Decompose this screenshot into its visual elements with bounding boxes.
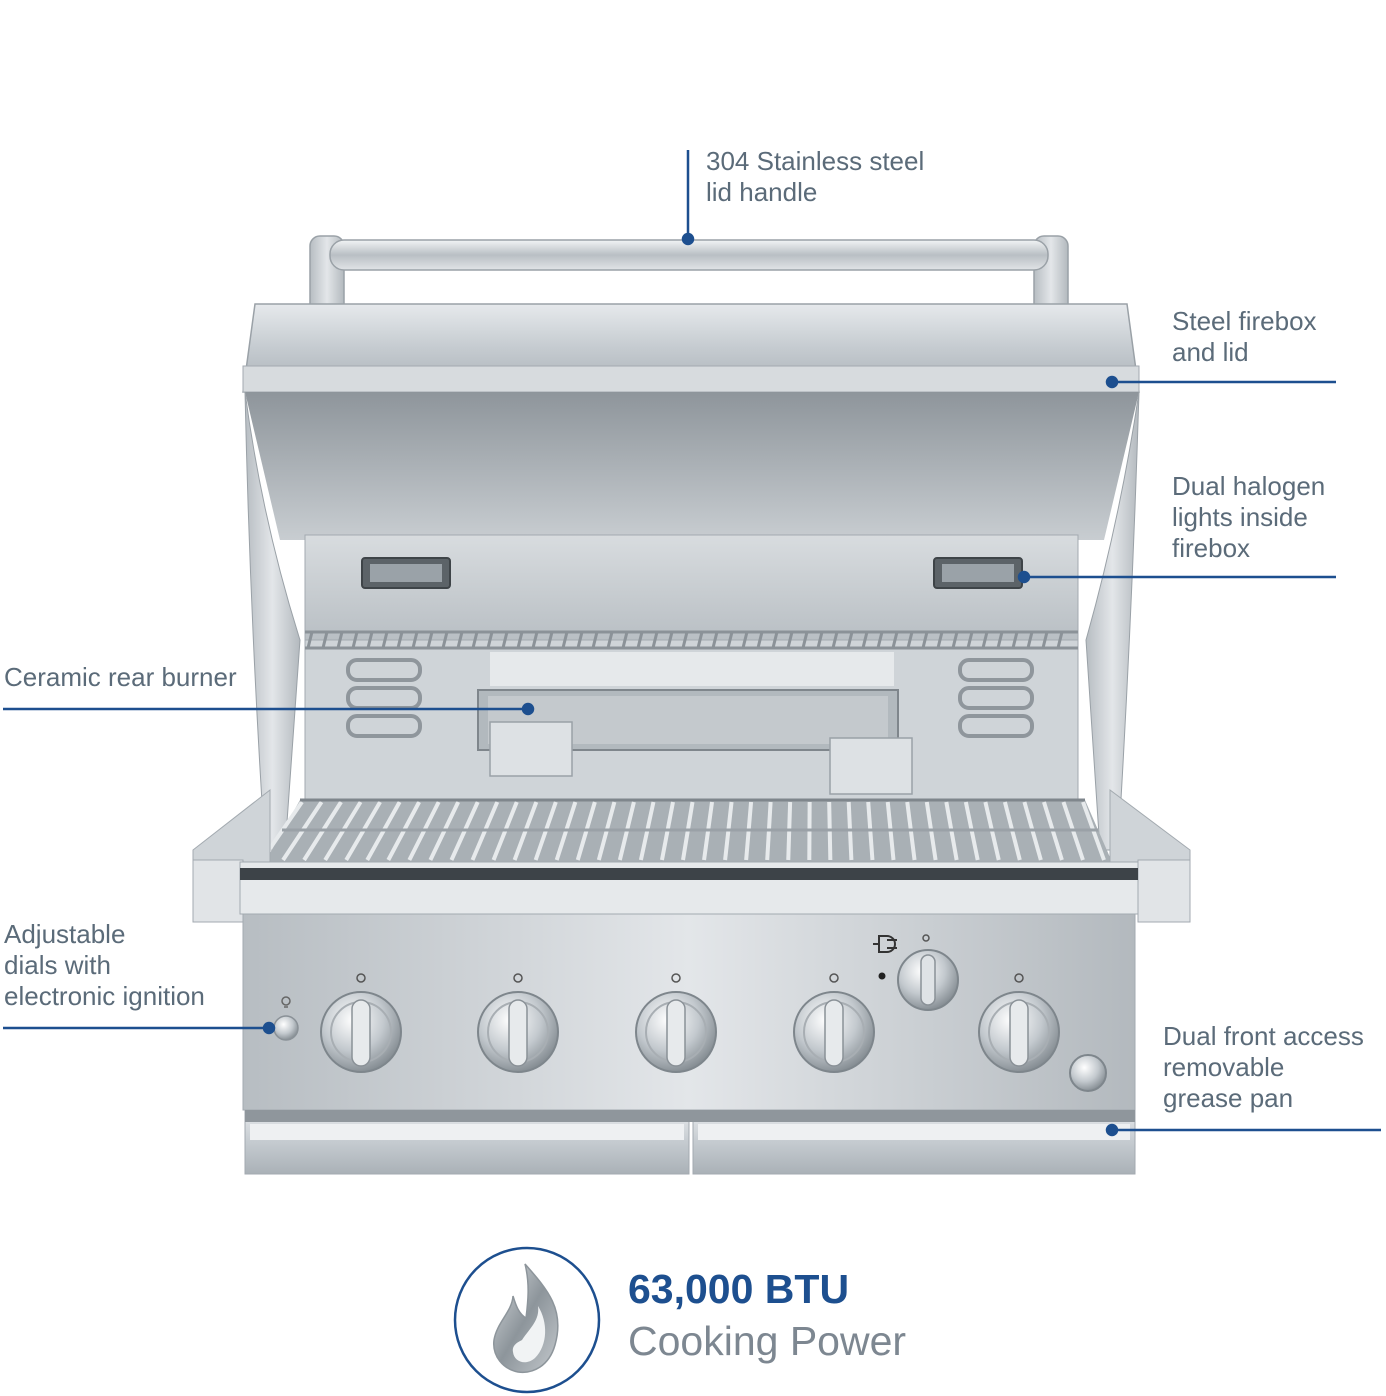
control-knobs <box>320 973 1060 1073</box>
callout-rear-burner: Ceramic rear burner <box>4 662 237 692</box>
knob-indicator <box>513 973 523 983</box>
callout-lid-handle: 304 Stainless steel lid handle <box>706 146 925 207</box>
badge-title: 63,000 BTU <box>628 1266 850 1312</box>
knob-indicator <box>356 973 366 983</box>
ignition-button[interactable] <box>1069 1054 1107 1092</box>
callout-lines <box>3 150 1381 1137</box>
rotisserie-knob[interactable] <box>897 949 959 1011</box>
light-bulb-icon <box>281 996 291 1008</box>
grease-pan <box>244 1109 1136 1175</box>
warming-rack <box>305 630 1078 650</box>
btu-badge <box>453 1246 601 1394</box>
burner-knob[interactable] <box>793 973 875 1073</box>
control-panel <box>239 861 1139 1111</box>
callout-grease-pan: Dual front access removable grease pan <box>1163 1021 1364 1113</box>
light-button[interactable] <box>273 1015 299 1041</box>
burner-knob[interactable] <box>477 973 559 1073</box>
knob-indicator <box>829 973 839 983</box>
callout-dials: Adjustable dials with electronic ignitio… <box>4 919 205 1011</box>
knob-indicator <box>671 973 681 983</box>
halogen-light-right <box>933 557 1023 589</box>
grill-lid <box>242 303 1140 851</box>
burner-knob[interactable] <box>978 973 1060 1073</box>
rotisserie-dot <box>878 972 886 980</box>
ceramic-rear-burner <box>477 652 913 795</box>
side-shelves <box>192 788 1191 923</box>
badge-subtitle: Cooking Power <box>628 1318 907 1364</box>
callout-firebox: Steel firebox and lid <box>1172 306 1317 367</box>
burner-knob[interactable] <box>320 973 402 1073</box>
callout-halogen-lights: Dual halogen lights inside firebox <box>1172 471 1326 563</box>
rotisserie-plug-icon <box>873 935 897 953</box>
burner-knob[interactable] <box>635 973 717 1073</box>
halogen-light-left <box>361 557 451 589</box>
cooking-grates <box>260 798 1112 862</box>
knob-indicator <box>1014 973 1024 983</box>
rotisserie-indicator <box>922 934 930 942</box>
vent-slots-right <box>958 658 1034 738</box>
